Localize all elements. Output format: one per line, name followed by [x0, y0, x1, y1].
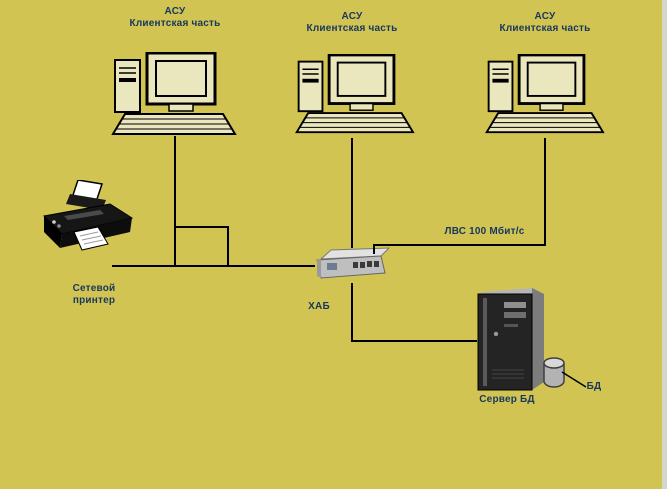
hub-label: ХАБ: [308, 301, 330, 312]
wire-workstation1-step-vertical: [227, 226, 229, 267]
printer-label: Сетевой принтер: [46, 283, 142, 307]
wire-lan-drop-to-hub: [373, 244, 375, 254]
printer-label-line1: Сетевой: [72, 283, 116, 294]
workstation-1-icon: [105, 51, 237, 142]
workstation-2-icon: [289, 53, 415, 140]
hub-icon: [313, 246, 391, 289]
wire-hub-down: [351, 283, 353, 342]
workstation-2-label-line2: Клиентская часть: [306, 23, 398, 34]
printer-label-line2: принтер: [72, 295, 116, 306]
wire-workstation3-vertical: [544, 138, 546, 246]
workstation-1-label-line2: Клиентская часть: [129, 18, 221, 29]
server-icon: [474, 282, 548, 397]
workstation-3-label-line2: Клиентская часть: [499, 23, 591, 34]
wire-workstation1-step-horizontal: [174, 226, 229, 228]
workstation-1-label-line1: АСУ: [164, 6, 186, 17]
window-edge-strip: [662, 0, 667, 489]
workstation-2-label-line1: АСУ: [341, 11, 363, 22]
database-pointer-line: [556, 366, 590, 397]
wire-hub-to-server: [351, 340, 477, 342]
workstation-3-icon: [479, 53, 605, 140]
workstation-3-label-line1: АСУ: [534, 11, 556, 22]
wire-workstation1-vertical: [174, 136, 176, 267]
workstation-3-label: АСУ Клиентская часть: [475, 11, 615, 35]
wire-printer-to-hub: [112, 265, 315, 267]
server-label: Сервер БД: [479, 394, 535, 405]
wire-lan-horizontal: [373, 244, 546, 246]
lan-label: ЛВС 100 Мбит/с: [444, 226, 525, 237]
database-label: БД: [586, 381, 602, 392]
database-cylinder-icon: [542, 356, 566, 393]
workstation-2-label: АСУ Клиентская часть: [282, 11, 422, 35]
wire-workstation2-vertical: [351, 138, 353, 248]
workstation-1-label: АСУ Клиентская часть: [105, 6, 245, 30]
printer-icon: [40, 179, 136, 265]
